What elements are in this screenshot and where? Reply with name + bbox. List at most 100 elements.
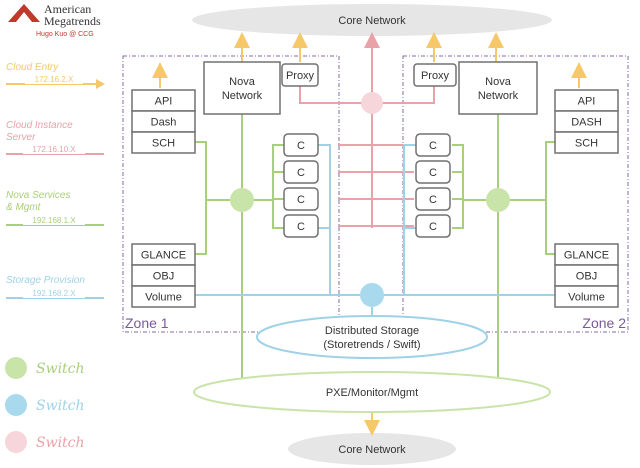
svg-text:& Mgmt: & Mgmt <box>6 202 42 213</box>
svg-text:Proxy: Proxy <box>286 70 315 82</box>
zone2-compute-node: C <box>415 133 451 157</box>
svg-text:Server: Server <box>6 132 36 143</box>
blue-links <box>195 144 557 316</box>
svg-text:Network: Network <box>478 90 519 102</box>
zone2-storage-volume: Volume <box>554 285 619 308</box>
zone1-service-sch: SCH <box>131 131 196 154</box>
zone1-nova-network: Nova Network <box>203 61 281 115</box>
zone1-border <box>122 55 340 333</box>
distributed-storage <box>256 315 488 359</box>
zone2-storage-glance: GLANCE <box>554 243 619 266</box>
legend-switch-1: Switch <box>5 357 85 379</box>
logo-author: Hugo Kuo @ CCG <box>36 31 94 38</box>
svg-text:SCH: SCH <box>575 138 598 150</box>
pxe-monitor-mgmt <box>193 371 551 413</box>
zone1-compute-node: C <box>283 160 319 184</box>
svg-text:Volume: Volume <box>568 292 605 304</box>
svg-text:Proxy: Proxy <box>421 70 450 82</box>
logo-company-line2: Megatrends <box>44 14 101 28</box>
svg-text:Switch: Switch <box>36 435 85 451</box>
svg-text:Nova: Nova <box>229 76 256 88</box>
pxe-monitor-mgmt-label: PXE/Monitor/Mgmt <box>326 387 418 399</box>
svg-text:API: API <box>155 96 173 108</box>
legend-switch-3: Switch <box>5 431 85 453</box>
core-network-top <box>192 4 552 36</box>
svg-text:C: C <box>429 140 437 152</box>
zone1-proxy: Proxy <box>281 63 319 87</box>
zone2-services: API DASH SCH <box>554 89 619 154</box>
zone2-compute-node: C <box>415 187 451 211</box>
logo-company-line1: American <box>44 2 91 16</box>
zone2-compute-node: C <box>415 214 451 238</box>
core-pink-switch <box>361 92 383 114</box>
svg-text:192.168.1.X: 192.168.1.X <box>32 216 76 225</box>
legend-network-3: Nova Services& Mgmt 192.168.1.X <box>6 190 104 226</box>
svg-text:Cloud Instance: Cloud Instance <box>6 120 73 131</box>
svg-text:172.16.10.X: 172.16.10.X <box>32 145 76 154</box>
svg-text:C: C <box>429 194 437 206</box>
svg-text:GLANCE: GLANCE <box>564 250 609 262</box>
zone2-storage: GLANCE OBJ Volume <box>554 243 619 308</box>
pink-links <box>299 32 435 228</box>
core-network-bottom-label: Core Network <box>338 444 406 456</box>
svg-text:SCH: SCH <box>152 138 175 150</box>
logo: American Megatrends Hugo Kuo @ CCG <box>8 2 101 38</box>
zone1-green-switch <box>230 188 254 212</box>
svg-text:DASH: DASH <box>571 117 602 129</box>
zone2-service-api: API <box>554 89 619 112</box>
svg-text:Nova Services: Nova Services <box>6 190 70 201</box>
svg-text:C: C <box>297 221 305 233</box>
svg-text:Nova: Nova <box>485 76 512 88</box>
zone1-storage-glance: GLANCE <box>131 243 196 266</box>
yellow-arrows <box>152 32 587 88</box>
zone2-nova-network: Nova Network <box>458 61 538 115</box>
zone1-compute-node: C <box>283 133 319 157</box>
legend-networks: Cloud Entry 172.16.2.X Cloud InstanceServe… <box>6 62 105 299</box>
zone2-service-dash: DASH <box>554 110 619 133</box>
svg-text:192.168.2.X: 192.168.2.X <box>32 289 76 298</box>
green-links <box>195 114 557 380</box>
svg-text:Volume: Volume <box>145 292 182 304</box>
zone2-compute: C C C C <box>415 133 451 238</box>
svg-text:Switch: Switch <box>36 361 85 377</box>
zone1-service-api: API <box>131 89 196 112</box>
zone2-green-switch <box>486 188 510 212</box>
legend-network-4: Storage Provision 192.168.2.X <box>6 275 104 299</box>
zone1-service-dash: Dash <box>131 110 196 133</box>
zone1-label: Zone 1 <box>125 315 169 331</box>
legend-switch-2: Switch <box>5 394 85 416</box>
zone1-storage-obj: OBJ <box>131 264 196 287</box>
zone1-storage: GLANCE OBJ Volume <box>131 243 196 308</box>
zone2-compute-node: C <box>415 160 451 184</box>
svg-text:Dash: Dash <box>151 117 177 129</box>
svg-text:OBJ: OBJ <box>576 271 597 283</box>
svg-text:Cloud Entry: Cloud Entry <box>6 62 59 73</box>
svg-text:C: C <box>297 167 305 179</box>
zone1-compute-node: C <box>283 214 319 238</box>
svg-text:Switch: Switch <box>36 398 85 414</box>
svg-text:OBJ: OBJ <box>153 271 174 283</box>
distributed-storage-line2: (Storetrends / Swift) <box>323 339 420 351</box>
zone1-compute-node: C <box>283 187 319 211</box>
core-network-top-label: Core Network <box>338 15 406 27</box>
svg-text:GLANCE: GLANCE <box>141 250 186 262</box>
svg-text:API: API <box>578 96 596 108</box>
zone2-proxy: Proxy <box>413 63 457 87</box>
zone2-storage-obj: OBJ <box>554 264 619 287</box>
legend-network-1: Cloud Entry 172.16.2.X <box>6 62 105 89</box>
svg-text:C: C <box>429 167 437 179</box>
zone2-service-sch: SCH <box>554 131 619 154</box>
svg-text:C: C <box>429 221 437 233</box>
distributed-storage-line1: Distributed Storage <box>325 325 419 337</box>
storage-blue-switch <box>360 283 384 307</box>
svg-text:Storage Provision: Storage Provision <box>6 275 85 286</box>
svg-text:172.16.2.X: 172.16.2.X <box>35 75 74 84</box>
zone1-storage-volume: Volume <box>131 285 196 308</box>
core-network-bottom <box>288 433 456 465</box>
zone2-label: Zone 2 <box>582 315 626 331</box>
